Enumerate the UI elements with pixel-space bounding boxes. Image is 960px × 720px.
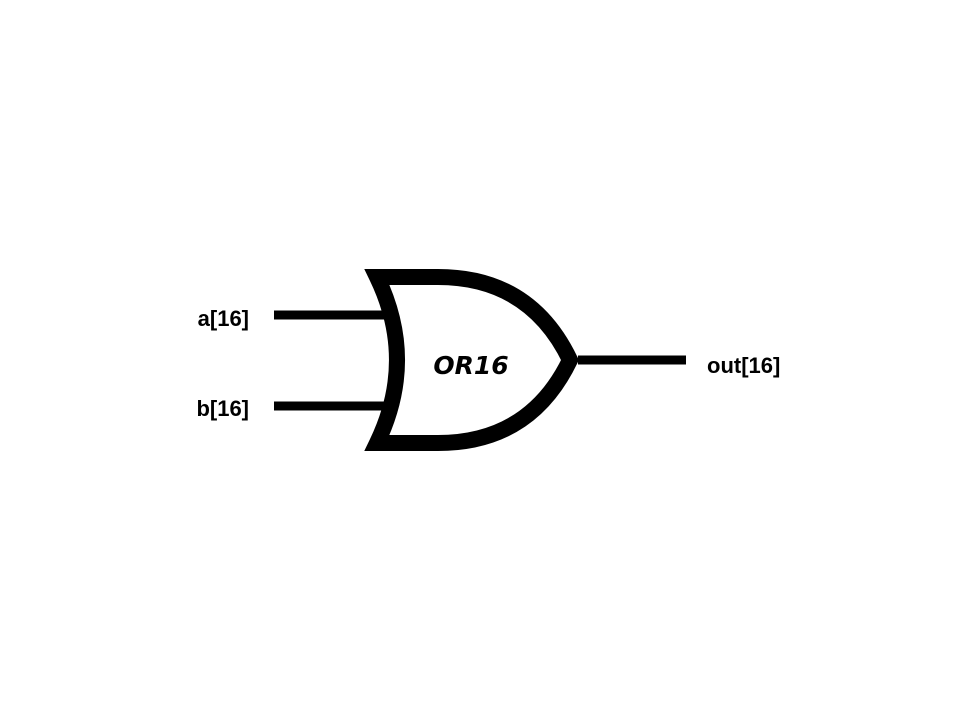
input-label-b: b[16] bbox=[196, 396, 249, 421]
gate-label: OR16 bbox=[433, 351, 508, 380]
input-label-a: a[16] bbox=[198, 306, 249, 331]
or-gate-body bbox=[364, 269, 579, 451]
output-label: out[16] bbox=[707, 353, 780, 378]
